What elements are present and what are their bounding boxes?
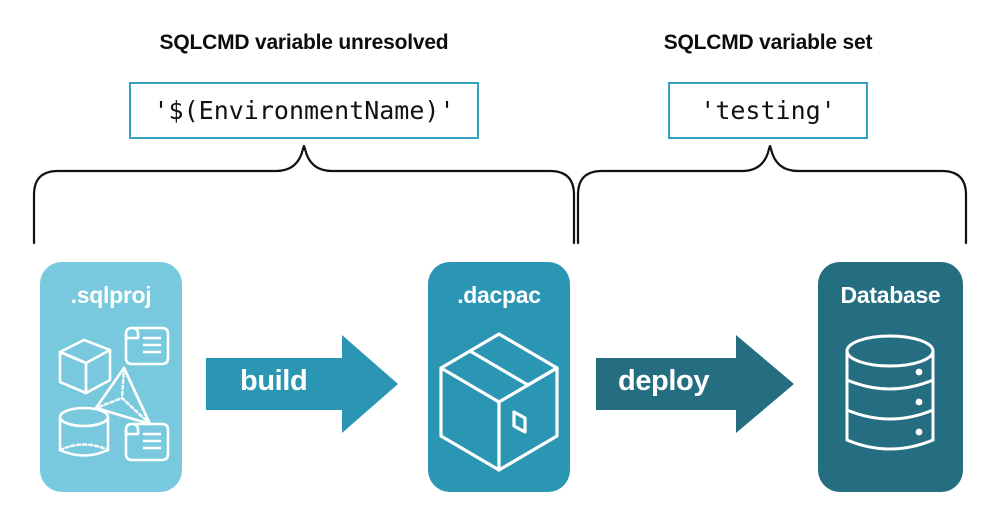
heading-sqlcmd-variable-unresolved: SQLCMD variable unresolved	[159, 31, 449, 54]
code-value-environment-name: '$(EnvironmentName)'	[153, 95, 455, 125]
build-arrow-label: build	[240, 365, 308, 397]
database-cylinder-icon	[818, 328, 963, 478]
stage-sqlproj-label: .sqlproj	[70, 282, 152, 308]
stage-sqlproj[interactable]: .sqlproj	[40, 262, 182, 492]
script-scroll-icon-bottom	[124, 422, 170, 462]
stage-dacpac[interactable]: .dacpac	[428, 262, 570, 492]
deploy-arrow-label: deploy	[618, 365, 710, 397]
curly-brace-right-icon	[576, 144, 968, 245]
package-box-icon	[428, 324, 570, 484]
cube-icon	[58, 338, 112, 395]
pyramid-icon	[94, 366, 152, 426]
curly-brace-left-icon	[32, 144, 576, 245]
stage-dacpac-label: .dacpac	[457, 282, 541, 308]
arrow-build: build	[206, 334, 398, 439]
build-arrow-icon	[206, 335, 398, 433]
heading-sqlcmd-variable-set: SQLCMD variable set	[663, 31, 873, 54]
cylinder-icon	[58, 406, 110, 457]
stage-database[interactable]: Database	[818, 262, 963, 492]
code-box-environment-name: '$(EnvironmentName)'	[129, 82, 479, 139]
curly-brace-left	[26, 144, 582, 250]
script-scroll-icon-top	[124, 326, 170, 366]
curly-brace-right	[570, 144, 974, 250]
deploy-arrow-icon	[596, 335, 794, 433]
stage-database-label: Database	[840, 282, 941, 308]
code-value-testing: 'testing'	[700, 95, 836, 125]
arrow-deploy: deploy	[596, 334, 794, 439]
code-box-testing: 'testing'	[668, 82, 868, 139]
sqlproj-objects-icon	[40, 316, 182, 476]
